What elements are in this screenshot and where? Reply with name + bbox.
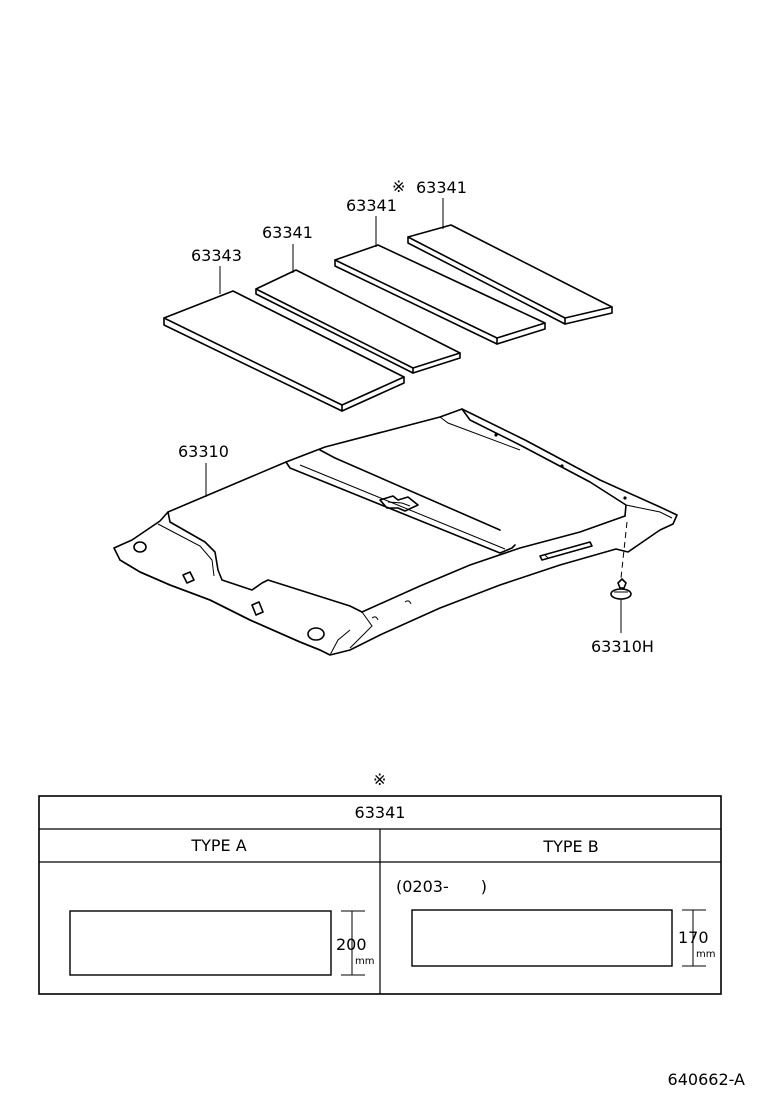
type-b-pad-shape bbox=[411, 909, 673, 967]
callout-pad-front: 63343 bbox=[191, 246, 242, 265]
type-b-date-range: (0203- ) bbox=[396, 877, 487, 896]
pad-rear[interactable] bbox=[407, 224, 613, 325]
headlining[interactable] bbox=[113, 408, 678, 656]
callout-mark-asterisk: ※ bbox=[392, 177, 405, 196]
pad-front[interactable] bbox=[163, 290, 405, 412]
table-asterisk-note: ※ bbox=[373, 770, 386, 789]
type-b-dimension bbox=[682, 909, 706, 967]
type-a-dimension bbox=[341, 910, 365, 976]
table-part-number: 63341 bbox=[355, 803, 406, 822]
pad-mid-front[interactable] bbox=[255, 269, 461, 374]
type-b-header: TYPE B bbox=[542, 837, 598, 856]
callout-clip: 63310H bbox=[591, 637, 654, 656]
type-table bbox=[38, 795, 722, 995]
type-a-header: TYPE A bbox=[190, 836, 246, 855]
callout-pad-mid-rear: 63341 bbox=[346, 196, 397, 215]
callout-pad-rear: 63341 bbox=[416, 178, 467, 197]
type-b-dimension-unit: mm bbox=[696, 949, 715, 960]
type-a-pad-shape bbox=[69, 910, 332, 976]
type-b-dimension-value: 170 bbox=[678, 928, 709, 947]
type-a-dimension-unit: mm bbox=[355, 956, 374, 967]
callout-headlining: 63310 bbox=[178, 442, 229, 461]
figure-id: 640662-A bbox=[668, 1070, 746, 1089]
pad-mid-rear[interactable] bbox=[334, 244, 546, 345]
callout-pad-mid-front: 63341 bbox=[262, 223, 313, 242]
type-a-dimension-value: 200 bbox=[336, 935, 367, 954]
clip-63310h[interactable] bbox=[610, 578, 632, 633]
